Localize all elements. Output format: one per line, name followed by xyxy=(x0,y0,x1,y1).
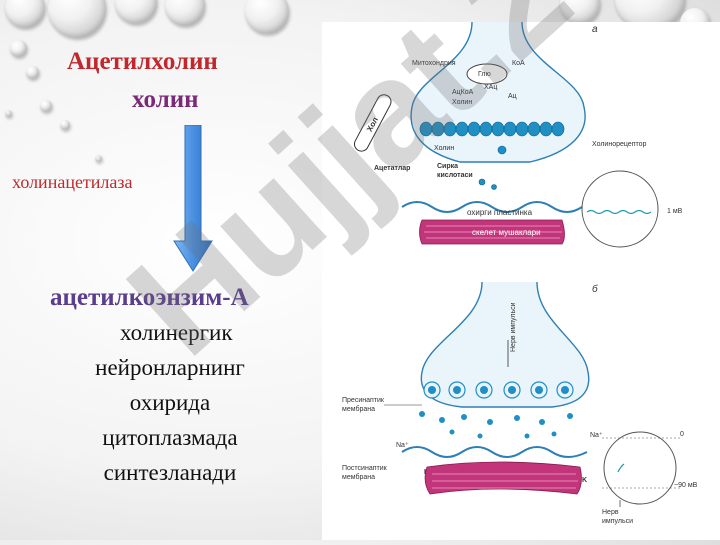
postsynaptic-label-2: мембрана xyxy=(342,473,375,481)
body-line: синтезланади xyxy=(103,460,237,485)
k-right-label: K xyxy=(582,477,587,484)
nerve-impulse-bottom-1: Нерв xyxy=(602,509,619,516)
ackoa-label: АцКоА xyxy=(452,89,474,96)
muscle-striations xyxy=(424,225,562,239)
presynaptic-label-2: мембрана xyxy=(342,405,375,413)
title-acetylcholine: Ацетилхолин xyxy=(67,48,218,75)
description-block: ацетилкоэнзим-А холинергик нейронларнинг… xyxy=(20,280,320,490)
down-arrow-icon xyxy=(173,125,213,272)
water-drop xyxy=(115,0,157,24)
choline-receptor-label: Холинорецептор xyxy=(592,141,647,148)
recording-circle-b xyxy=(603,431,677,505)
acetate-label: Ацетатлар xyxy=(374,165,410,172)
title-choline: холин xyxy=(132,86,199,113)
endplate-label: охирги пластинка xyxy=(467,208,533,217)
ac-label: Ац xyxy=(508,93,517,100)
end-plate-membrane xyxy=(401,201,583,213)
recording-circle-a xyxy=(581,170,659,248)
zero-mv-label: 0 xyxy=(680,431,684,438)
body-line: холинергик xyxy=(120,320,233,345)
skeletal-muscle-b xyxy=(424,461,582,495)
na-left-label: Na⁺ xyxy=(396,442,409,449)
presynaptic-label-1: Пресинаптик xyxy=(342,397,385,404)
axon-terminal-a xyxy=(410,21,586,163)
water-drop xyxy=(60,120,70,130)
water-drop xyxy=(95,155,102,162)
body-line: охирида xyxy=(129,390,211,415)
product-label: ацетилкоэнзим-А xyxy=(50,284,249,311)
panel-b-letter: б xyxy=(592,283,598,295)
mv-label: 1 мВ xyxy=(667,208,683,215)
cholin1-label: Холин xyxy=(452,99,472,106)
minus90-label: −90 мВ xyxy=(674,482,698,489)
na-right-label: Na⁺ xyxy=(590,432,603,439)
water-drop xyxy=(165,0,205,26)
water-drop xyxy=(40,100,52,112)
choline-rod: Хол xyxy=(353,94,392,152)
postsynaptic-label-1: Постсинаптик xyxy=(342,465,388,472)
water-drop xyxy=(5,0,45,28)
body-line: цитоплазмада xyxy=(102,425,238,450)
nerve-impulse-top: Нерв импульси xyxy=(507,302,517,367)
svg-text:Нерв импульси: Нерв импульси xyxy=(510,302,517,352)
synapse-diagram: а Митохондрия КоА Глю ХАц АцКоА Ац Холин… xyxy=(322,21,720,540)
water-drop xyxy=(10,40,27,57)
muscle-striations-b xyxy=(432,473,578,489)
vesicle-row-a xyxy=(419,121,565,190)
enzyme-label: холинацетилаза xyxy=(12,172,133,192)
xau-label: ХАц xyxy=(484,84,497,91)
water-drop xyxy=(5,110,12,117)
released-ach-b xyxy=(419,386,573,439)
water-drop xyxy=(245,0,289,34)
panel-a-letter: а xyxy=(592,24,598,35)
acetic-acid-label-2: кислотаси xyxy=(437,172,473,179)
cholin2-label: Холин xyxy=(434,145,454,152)
body-line: нейронларнинг xyxy=(95,355,245,380)
mepp-trace xyxy=(586,209,652,215)
acetic-acid-label-1: Сирка xyxy=(437,163,458,170)
postsynaptic-membrane xyxy=(401,446,588,458)
action-potential-trace xyxy=(617,463,625,473)
muscle-label: скелет мушаклари xyxy=(472,228,541,237)
koa-label: КоА xyxy=(512,60,525,67)
mitochondrion xyxy=(466,63,508,85)
water-drop xyxy=(48,0,106,38)
glu-label: Глю xyxy=(478,71,491,78)
water-drop xyxy=(26,66,39,79)
water-drop xyxy=(560,0,600,24)
axon-terminal-b xyxy=(420,281,590,408)
mito-label: Митохондрия xyxy=(412,60,456,67)
nerve-impulse-bottom-2: импульси xyxy=(602,518,633,525)
